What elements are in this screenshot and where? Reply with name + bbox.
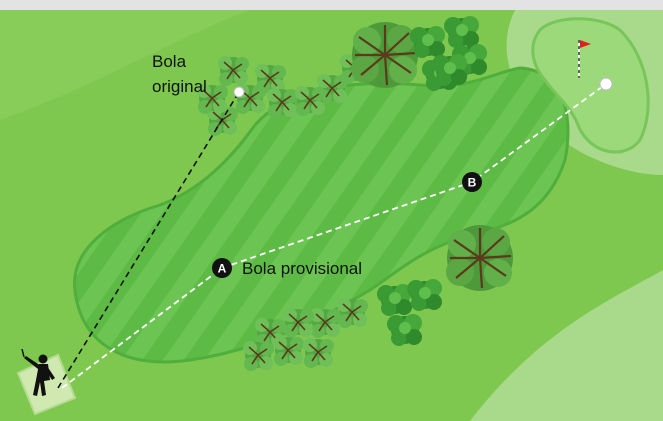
top-strip (0, 0, 663, 10)
marker-a-label: A (218, 262, 227, 276)
provisional-shot-line (61, 83, 607, 389)
golfer-silhouette-icon (21, 348, 55, 396)
putting-green (531, 17, 650, 154)
rough-band-bottom-right (470, 270, 663, 421)
provisional-ball-label: Bola provisional (242, 259, 362, 278)
original-shot-line (57, 91, 240, 389)
rough-band-top-left (0, 10, 250, 120)
pin-flag-icon (578, 40, 591, 78)
original-ball-icon (233, 86, 245, 98)
marker-b-label: B (468, 176, 477, 190)
original-ball-label-line2: original (152, 77, 207, 96)
marker-a: A (212, 258, 232, 278)
original-ball-label-line1: Bola (152, 52, 187, 71)
marker-b: B (462, 172, 482, 192)
golf-ball-on-green-icon (599, 77, 613, 91)
